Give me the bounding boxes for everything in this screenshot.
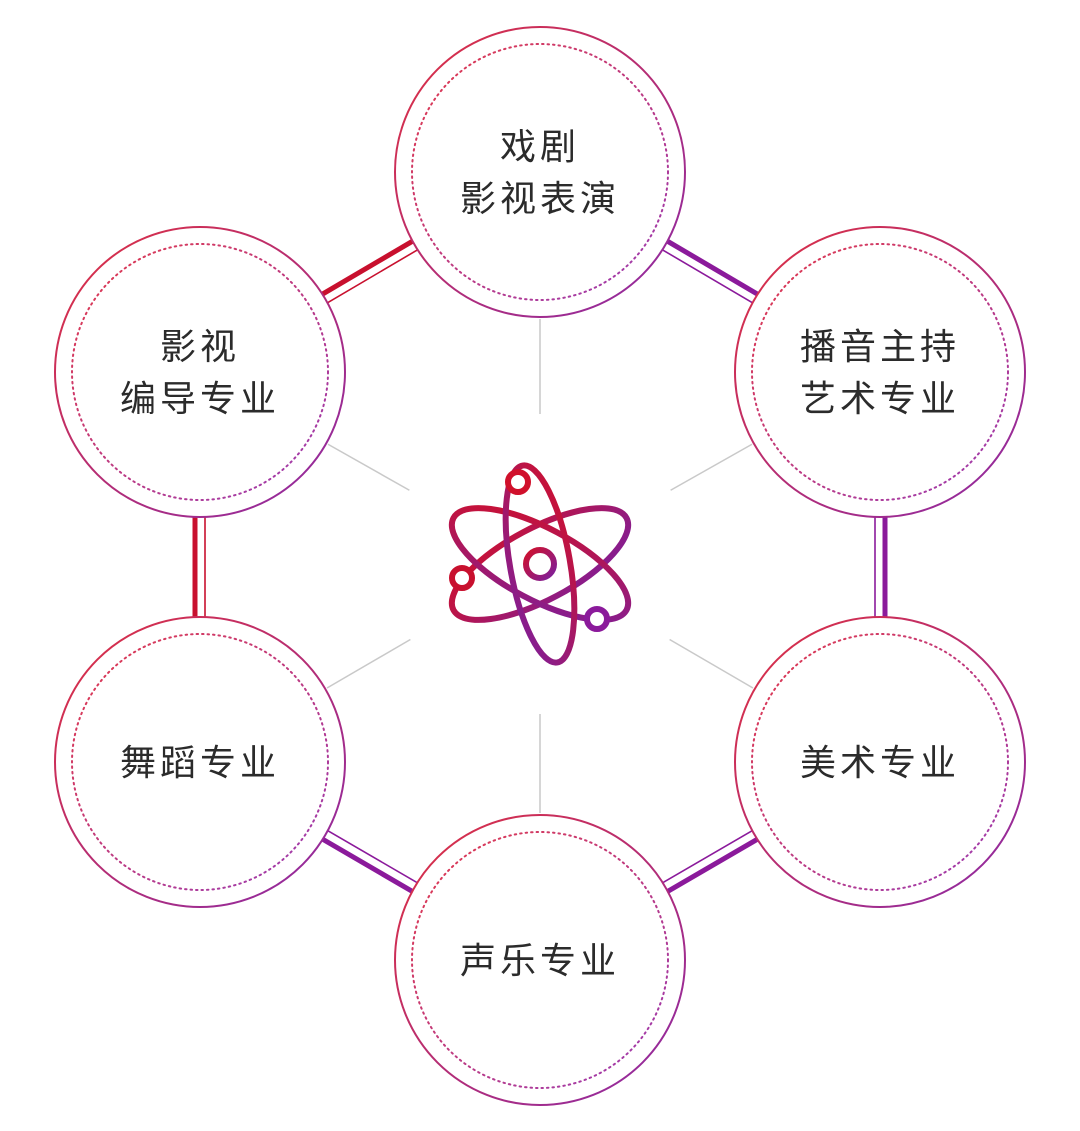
spoke-line bbox=[670, 443, 753, 491]
connector-line bbox=[657, 826, 764, 897]
node-label-line: 影视表演 bbox=[460, 179, 620, 220]
connector-line bbox=[874, 511, 888, 623]
spoke-line bbox=[669, 638, 754, 689]
node-label-line: 编导专业 bbox=[120, 379, 280, 420]
node-label-line: 声乐专业 bbox=[460, 941, 620, 982]
connector-line bbox=[316, 826, 423, 897]
node-label-line: 舞蹈专业 bbox=[120, 743, 280, 784]
connector-line bbox=[316, 236, 424, 307]
node-label-line: 播音主持 bbox=[800, 327, 960, 368]
node-inner-dotted-ring bbox=[71, 243, 329, 501]
spoke-line bbox=[326, 638, 411, 689]
connector-line bbox=[192, 511, 206, 623]
node-outer-ring bbox=[734, 616, 1026, 908]
node-label-line: 美术专业 bbox=[800, 743, 960, 784]
spoke-lines bbox=[326, 319, 754, 813]
node-inner-dotted-ring bbox=[751, 243, 1009, 501]
node-inner-dotted-ring bbox=[411, 831, 669, 1089]
node-outer-ring bbox=[734, 226, 1026, 518]
spoke-line bbox=[327, 443, 410, 491]
node-label-line: 艺术专业 bbox=[800, 379, 960, 420]
major-node-fine-arts: 美术专业 bbox=[734, 616, 1026, 908]
node-inner-dotted-ring bbox=[71, 633, 329, 891]
node-outer-ring bbox=[54, 226, 346, 518]
major-node-dance: 舞蹈专业 bbox=[54, 616, 346, 908]
node-inner-dotted-ring bbox=[751, 633, 1009, 891]
node-outer-ring bbox=[394, 814, 686, 1106]
connector-line bbox=[656, 236, 764, 307]
node-label-line: 影视 bbox=[160, 327, 240, 368]
node-inner-dotted-ring bbox=[411, 43, 669, 301]
atom-icon bbox=[448, 462, 632, 666]
node-label-line: 戏剧 bbox=[500, 127, 580, 168]
connector-lines bbox=[192, 236, 888, 897]
node-outer-ring bbox=[54, 616, 346, 908]
major-node-vocal-music: 声乐专业 bbox=[394, 814, 686, 1106]
node-outer-ring bbox=[394, 26, 686, 318]
